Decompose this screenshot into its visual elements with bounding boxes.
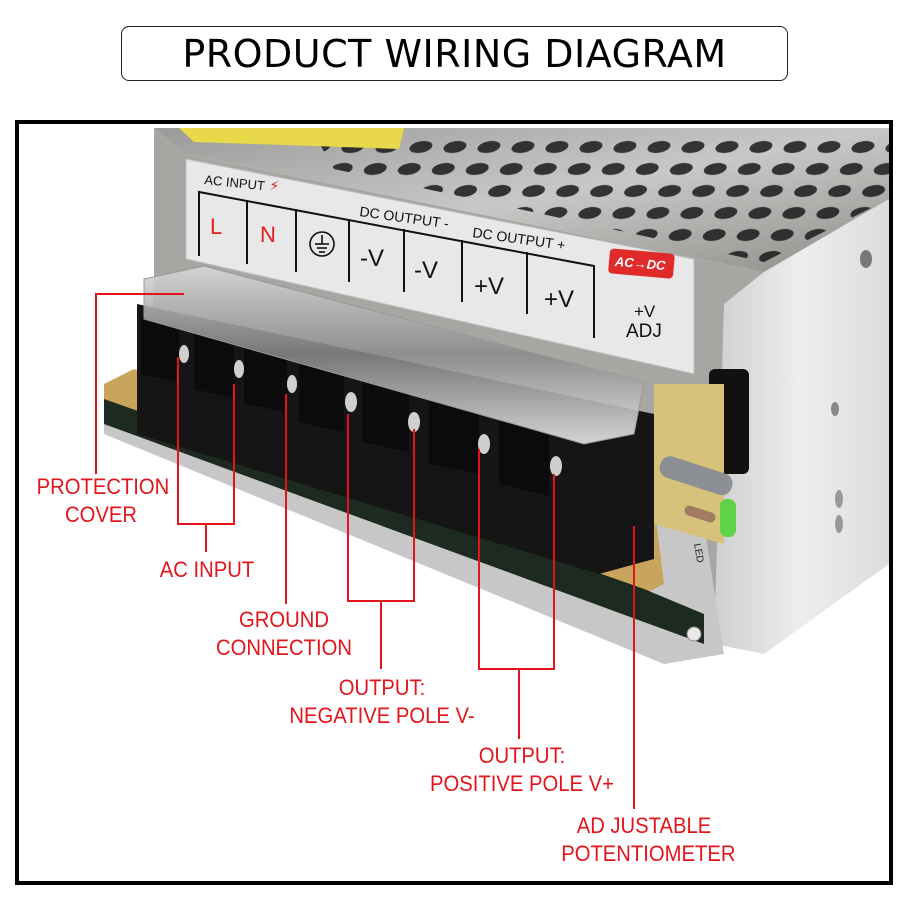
callout-leaders	[95, 293, 635, 809]
callout-line: NEGATIVE POLE V-	[289, 703, 475, 728]
callout-line: POTENTIOMETER	[561, 841, 736, 866]
callout-output-negative: OUTPUT: NEGATIVE POLE V-	[285, 674, 478, 730]
resistor-small	[684, 505, 716, 523]
title-box: PRODUCT WIRING DIAGRAM	[121, 26, 788, 81]
callout-output-positive: OUTPUT: POSITIVE POLE V+	[425, 742, 618, 798]
warning-sticker	[179, 128, 404, 149]
callout-line: GROUND	[239, 607, 329, 632]
power-supply-illustration: AC INPUT ⚡ DC OUTPUT - DC OUTPUT + L N	[95, 128, 889, 809]
terminal-block	[137, 304, 654, 574]
mount-hole	[686, 626, 702, 642]
protection-cover	[143, 265, 645, 445]
side-screw-hole	[831, 402, 839, 416]
leader-output-pos-bracket	[478, 449, 555, 670]
callout-line: OUTPUT:	[338, 675, 426, 700]
chassis-top	[154, 128, 889, 272]
terminal-label-pos-v-2: +V	[544, 286, 574, 313]
callout-ac-input: AC INPUT	[152, 556, 262, 584]
adj-label-line1: +V	[634, 302, 656, 321]
callout-line: PROTECTION	[36, 474, 170, 499]
callout-line: CONNECTION	[215, 635, 353, 660]
diagram-frame: AC INPUT ⚡ DC OUTPUT - DC OUTPUT + L N	[15, 120, 893, 885]
chassis-side-panel	[714, 199, 889, 654]
callout-protection-cover: PROTECTION COVER	[36, 473, 170, 529]
callout-line: AD JUSTABLE	[576, 813, 712, 838]
callout-line: AC INPUT	[159, 557, 255, 582]
ac-dc-badge: AC→DC	[608, 248, 675, 279]
led-indicator	[720, 499, 736, 537]
callout-adjustable-potentiometer: AD JUSTABLE POTENTIOMETER	[561, 812, 736, 868]
page-title: PRODUCT WIRING DIAGRAM	[182, 31, 727, 76]
pcb-led-marking: LED	[691, 543, 705, 564]
ground-symbol-icon	[309, 231, 335, 257]
terminal-label-n: N	[260, 222, 276, 247]
callout-line: COVER	[65, 502, 137, 527]
terminal-screws	[179, 345, 562, 476]
lightning-icon: ⚡	[269, 178, 280, 195]
resistor	[659, 456, 733, 496]
leader-protection-cover	[95, 293, 184, 474]
callout-ground-connection: GROUND CONNECTION	[210, 606, 357, 662]
side-vent-slot	[835, 490, 843, 508]
terminal-label-pos-v-1: +V	[474, 273, 504, 300]
terminal-label-neg-v-2: -V	[414, 257, 438, 284]
side-vent-slot	[835, 515, 843, 533]
ac-input-heading: AC INPUT	[204, 172, 266, 193]
side-screw-hole	[860, 250, 872, 268]
terminal-label-l: L	[210, 214, 222, 239]
adj-label-line2: ADJ	[626, 321, 662, 342]
terminal-label-neg-v-1: -V	[360, 245, 384, 272]
svg-text:AC→DC: AC→DC	[613, 254, 666, 273]
callout-line: OUTPUT:	[478, 743, 566, 768]
callout-line: POSITIVE POLE V+	[430, 771, 614, 796]
